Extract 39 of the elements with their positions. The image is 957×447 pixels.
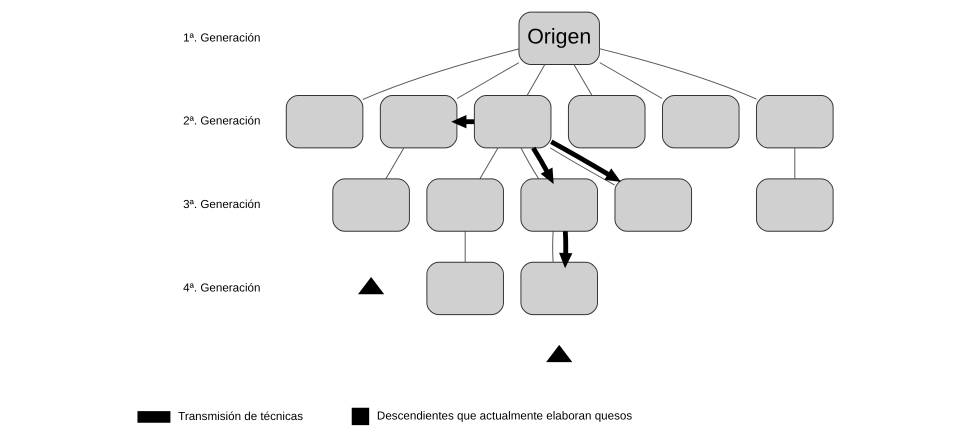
node-box (286, 95, 364, 148)
arrow (451, 115, 474, 128)
connector (464, 230, 466, 263)
node-box (520, 178, 598, 232)
arrow (531, 146, 554, 184)
node-box (756, 178, 834, 232)
connector (574, 64, 592, 96)
label: 4ª. Generación (183, 281, 260, 294)
connector (456, 62, 520, 99)
connector (520, 148, 540, 180)
label: 1ª. Generación (183, 31, 260, 44)
node-triangle (358, 277, 384, 294)
connector (479, 148, 498, 180)
connector (526, 64, 546, 96)
arrow (550, 140, 621, 182)
label: 3ª. Generación (183, 198, 260, 212)
label: 2ª. Generación (183, 114, 260, 128)
node-box (756, 95, 834, 148)
connector (794, 148, 796, 180)
connector (599, 48, 757, 100)
node-box: Origen (518, 12, 600, 65)
node-box (662, 95, 740, 148)
connector (550, 148, 616, 186)
node-box (380, 95, 458, 148)
connector (552, 230, 554, 263)
connector (385, 148, 404, 180)
node-box (474, 95, 552, 148)
node-triangle (546, 344, 572, 362)
node-box (426, 178, 504, 232)
node-box (520, 262, 598, 316)
legend-label: Transmisión de técnicas (178, 410, 304, 423)
node-box (568, 95, 646, 148)
legend-label: Descendientes que actualmente elaboran quesos (376, 409, 632, 422)
node-box (614, 178, 692, 232)
node-box (332, 178, 410, 232)
node-box (426, 262, 504, 316)
connector (362, 48, 520, 100)
connector (599, 62, 663, 99)
arrow (559, 231, 572, 268)
